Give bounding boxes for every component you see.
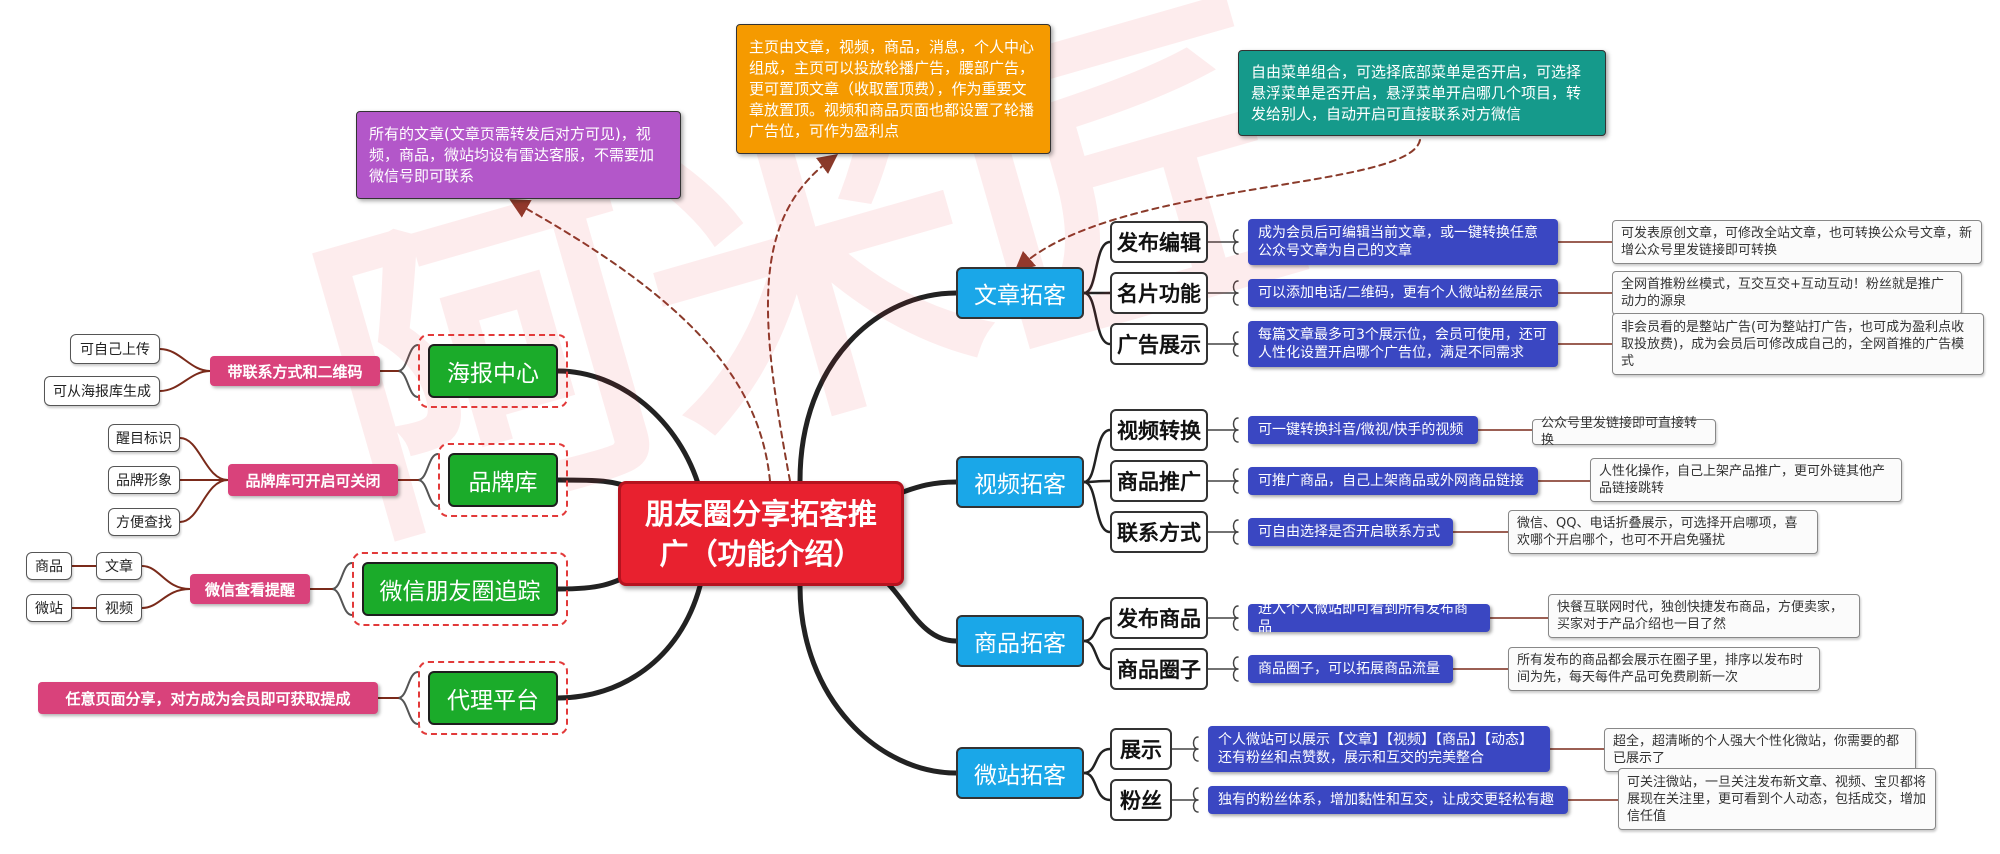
connector-16	[1082, 747, 1112, 775]
sub-fans[interactable]: 粉丝	[1110, 779, 1172, 821]
connector-60	[179, 479, 229, 523]
category-brand-library[interactable]: 品牌库	[448, 453, 558, 507]
connector-62	[141, 588, 191, 609]
ext-contact: 微信、QQ、电话折叠展示，可选择开启哪项，喜欢哪个开启哪个，也可不开启免骚扰	[1508, 510, 1818, 554]
category-microsite[interactable]: 微站拓客	[956, 747, 1084, 799]
connector-21	[1232, 280, 1239, 306]
connector-61	[141, 565, 191, 590]
connector-3	[797, 583, 959, 776]
connector-57	[159, 370, 211, 392]
connector-31	[1232, 605, 1239, 631]
tag-brand-toggle: 品牌库可开启可关闭	[228, 464, 398, 496]
desc-fans: 独有的粉丝体系，增加黏性和互交，让成交更轻松有趣	[1208, 786, 1568, 814]
category-moments-tracking[interactable]: 微信朋友圈追踪	[362, 562, 558, 616]
connector-4	[555, 368, 703, 493]
desc-product-promo: 可推广商品，自己上架商品或外网商品链接	[1248, 467, 1538, 495]
connector-15	[1082, 639, 1112, 671]
connector-7	[555, 583, 703, 701]
connector-48	[397, 344, 419, 398]
ext-product-promo: 人性化操作，自己上架产品推广，更可外链其他产品链接跳转	[1590, 458, 1902, 502]
ext-video-convert: 公众号里发链接即可直接转换	[1532, 416, 1716, 448]
desc-ad-display: 每篇文章最多可3个展示位，会员可使用，还可人性化设置开启哪个广告位，满足不同需求	[1248, 321, 1558, 367]
desc-publish-edit: 成为会员后可编辑当前文章，或一键转换任意公众号文章为自己的文章	[1248, 219, 1558, 265]
leaf-brand-image[interactable]: 品牌形象	[108, 466, 180, 494]
leaf-from-poster-library[interactable]: 可从海报库生成	[44, 376, 160, 406]
note-radar-service: 所有的文章(文章页需转发后对方可见)，视频，商品，微站均设有雷达客服，不需要加微…	[356, 111, 681, 199]
category-video[interactable]: 视频拓客	[956, 456, 1084, 508]
sub-display[interactable]: 展示	[1110, 728, 1172, 770]
desc-video-convert: 可一键转换抖音/微视/快手的视频	[1248, 416, 1478, 444]
sub-publish-product[interactable]: 发布商品	[1110, 597, 1208, 639]
connector-49	[417, 453, 439, 507]
connector-17	[1082, 771, 1112, 802]
category-product[interactable]: 商品拓客	[956, 615, 1084, 667]
leaf-microsite[interactable]: 微站	[26, 594, 72, 622]
connector-29	[1232, 519, 1239, 545]
leaf-prominent-logo[interactable]: 醒目标识	[108, 424, 180, 452]
connector-50	[331, 562, 353, 616]
connector-65	[509, 199, 771, 482]
connector-23	[1232, 331, 1239, 357]
leaf-product[interactable]: 商品	[26, 552, 72, 580]
desc-publish-product: 进入个人微站即可看到所有发布商品	[1248, 601, 1490, 635]
frame-poster-center	[418, 334, 568, 408]
connector-56	[159, 348, 211, 372]
ext-display: 超全，超清晰的个人强大个性化微站，你需要的都已展示了	[1604, 728, 1916, 772]
connector-0	[797, 290, 959, 484]
sub-business-card[interactable]: 名片功能	[1110, 272, 1208, 314]
tag-wechat-reminder: 微信查看提醒	[190, 574, 310, 604]
sub-product-circle[interactable]: 商品圈子	[1110, 648, 1208, 690]
connector-66	[767, 153, 838, 482]
sub-product-promo[interactable]: 商品推广	[1110, 460, 1208, 502]
leaf-easy-search[interactable]: 方便查找	[108, 508, 180, 536]
connector-67	[1014, 139, 1421, 272]
tag-contact-qrcode: 带联系方式和二维码	[210, 356, 380, 386]
desc-business-card: 可以添加电话/二维码，更有个人微站粉丝展示	[1248, 279, 1558, 307]
desc-product-circle: 商品圈子，可以拓展商品流量	[1248, 655, 1453, 683]
sub-contact[interactable]: 联系方式	[1110, 511, 1208, 553]
connector-25	[1232, 417, 1239, 443]
category-article[interactable]: 文章拓客	[956, 267, 1084, 319]
frame-moments-tracking	[352, 552, 568, 626]
connector-11	[1082, 428, 1112, 484]
leaf-self-upload[interactable]: 可自己上传	[70, 334, 160, 364]
sub-video-convert[interactable]: 视频转换	[1110, 409, 1208, 451]
sub-publish-edit[interactable]: 发布编辑	[1110, 221, 1208, 263]
connector-35	[1192, 736, 1199, 762]
ext-ad-display: 非会员看的是整站广告(可为整站打广告，也可成为盈利点收取投放费)，成为会员后可修…	[1612, 313, 1984, 375]
note-menu: 自由菜单组合，可选择底部菜单是否开启，可选择悬浮菜单是否开启，悬浮菜单开启哪几个…	[1238, 50, 1606, 136]
connector-19	[1232, 229, 1239, 255]
connector-51	[397, 671, 419, 725]
connector-14	[1082, 616, 1112, 643]
connector-13	[1082, 480, 1112, 534]
frame-brand-library	[438, 443, 568, 517]
connector-33	[1232, 656, 1239, 682]
ext-product-circle: 所有发布的商品都会展示在圈子里，排序以发布时间为先，每天每件产品可免费刷新一次	[1508, 647, 1820, 691]
tag-share-commission: 任意页面分享，对方成为会员即可获取提成	[38, 682, 378, 714]
connector-27	[1232, 468, 1239, 494]
connector-12	[1082, 479, 1112, 484]
central-topic[interactable]: 朋友圈分享拓客推广（功能介绍）	[618, 481, 904, 586]
ext-publish-product: 快餐互联网时代，独创快捷发布商品，方便卖家，买家对于产品介绍也一目了然	[1548, 594, 1860, 638]
connector-10	[1082, 291, 1112, 346]
connector-8	[1082, 240, 1112, 295]
note-homepage: 主页由文章，视频，商品，消息，个人中心组成，主页可以投放轮播广告，腰部广告，更可…	[736, 24, 1051, 154]
ext-publish-edit: 可发表原创文章，可修改全站文章，也可转换公众号文章，新增公众号里发链接即可转换	[1612, 220, 1982, 264]
frame-agent-platform	[418, 661, 568, 735]
leaf-article[interactable]: 文章	[96, 552, 142, 580]
connector-58	[179, 437, 229, 481]
category-agent-platform[interactable]: 代理平台	[428, 671, 558, 725]
ext-fans: 可关注微站，一旦关注发布新文章、视频、宝贝都将展现在关注里，更可看到个人动态，包…	[1618, 768, 1936, 830]
leaf-video[interactable]: 视频	[96, 594, 142, 622]
desc-contact: 可自由选择是否开启联系方式	[1248, 518, 1453, 546]
ext-business-card: 全网首推粉丝模式，互交互交+互动互动！粉丝就是推广动力的源泉	[1612, 271, 1962, 315]
sub-ad-display[interactable]: 广告展示	[1110, 323, 1208, 365]
connector-37	[1192, 787, 1199, 813]
desc-display: 个人微站可以展示【文章】【视频】【商品】【动态】还有粉丝和点赞数，展示和互交的完…	[1208, 726, 1550, 772]
category-poster-center[interactable]: 海报中心	[428, 344, 558, 398]
